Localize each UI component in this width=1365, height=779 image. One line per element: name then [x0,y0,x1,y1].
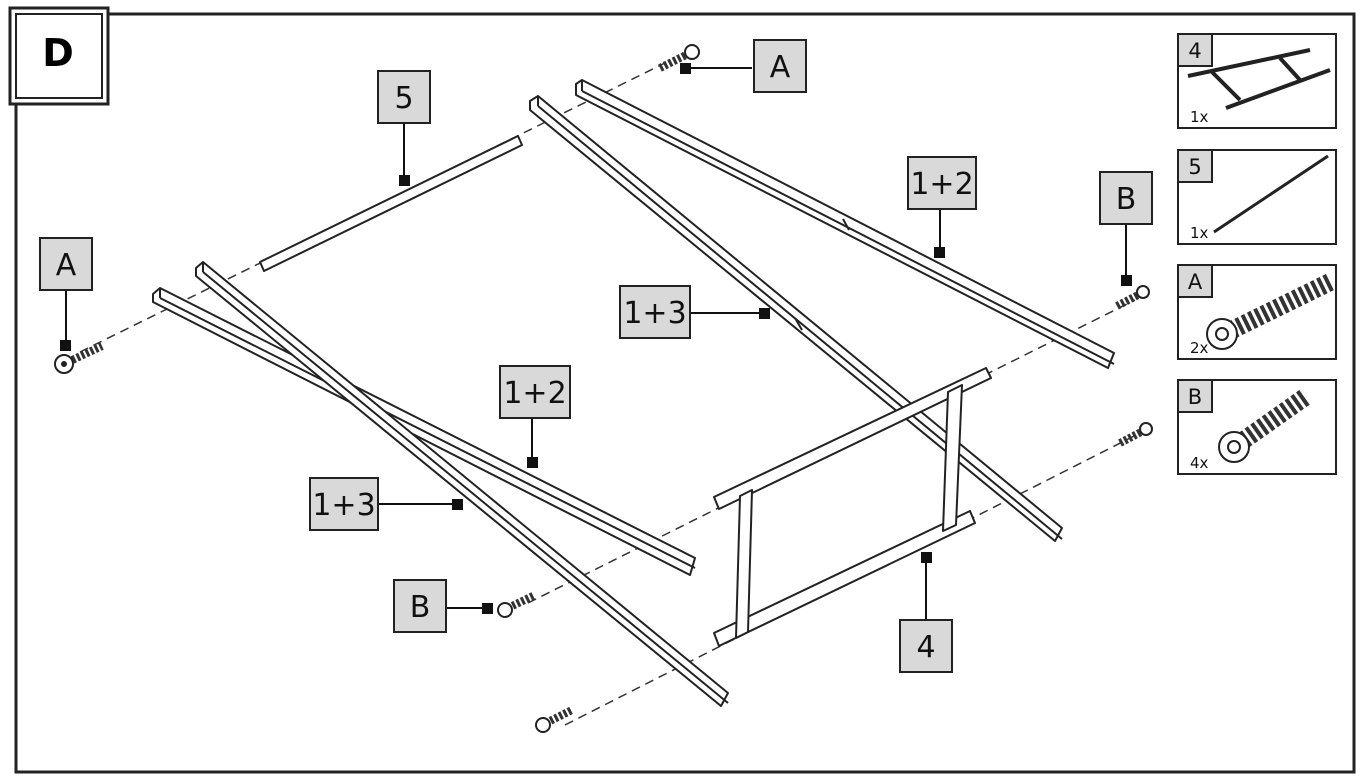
callout-b-right: B [1099,171,1153,225]
step-tag-box [8,6,110,106]
frame-part4-left-post [735,489,753,639]
parts-item-4-qty: 1x [1190,108,1209,126]
parts-item-4-id: 4 [1188,39,1201,63]
callout-part4: 4 [899,619,953,673]
parts-item-b-qty: 4x [1190,454,1209,472]
callout-a-left-label: A [56,248,77,283]
callout-a-top-label: A [770,50,791,85]
callout-a-left: A [39,237,93,291]
parts-item-5-id: 5 [1188,155,1201,179]
screw-a-left [54,342,104,374]
parts-item-b-id: B [1188,385,1202,409]
frame-border [14,12,1356,774]
callout-part13-left-label: 1+3 [312,488,375,523]
tubes [152,79,1115,707]
callout-part13-center-label: 1+3 [623,296,686,331]
callout-part12-left-label: 1+2 [503,376,566,411]
part5-icon [1213,154,1329,234]
screws [54,44,1153,733]
callout-part4-label: 4 [916,630,935,665]
callout-b-bottom-label: B [410,590,431,625]
bolt-a-icon [1206,273,1334,350]
callout-part5: 5 [377,70,431,124]
parts-item-a: A 2x [1177,264,1337,360]
leaders [60,63,1132,620]
part4-icon [1187,48,1331,110]
frame-part4-bottom [713,510,976,647]
callout-a-top: A [753,39,807,93]
screw-a-top [658,44,700,72]
screw-b-bottom [535,706,574,733]
parts-item-a-qty: 2x [1190,339,1209,357]
screw-b-right-bottom [1118,422,1153,447]
callout-part13-center: 1+3 [619,285,691,339]
frame-part4-right-post [942,384,963,532]
parts-item-5: 5 1x [1177,149,1337,245]
callout-part12-right: 1+2 [907,156,977,210]
screw-b-right-top [1115,285,1150,310]
screw-b-bottom-left [497,591,537,618]
bolt-b-icon [1218,389,1311,463]
callout-part13-left: 1+3 [309,477,379,531]
callouts: A 5 A 1+2 B 1+3 1+2 1+3 [39,39,1153,673]
frame-part4-top [713,367,992,510]
parts-list: 4 1x 5 1x A 2x [1177,33,1337,475]
step-label: D [42,31,74,75]
callout-part12-right-label: 1+2 [910,167,973,202]
callout-b-bottom: B [393,579,447,633]
parts-item-5-qty: 1x [1190,224,1209,242]
callout-part12-left: 1+2 [499,365,571,419]
callout-b-right-label: B [1116,182,1137,217]
parts-item-4: 4 1x [1177,33,1337,129]
rod-part-5 [259,135,523,272]
parts-item-b: B 4x [1177,379,1337,475]
parts-item-a-id: A [1188,270,1203,294]
callout-part5-label: 5 [394,81,413,116]
